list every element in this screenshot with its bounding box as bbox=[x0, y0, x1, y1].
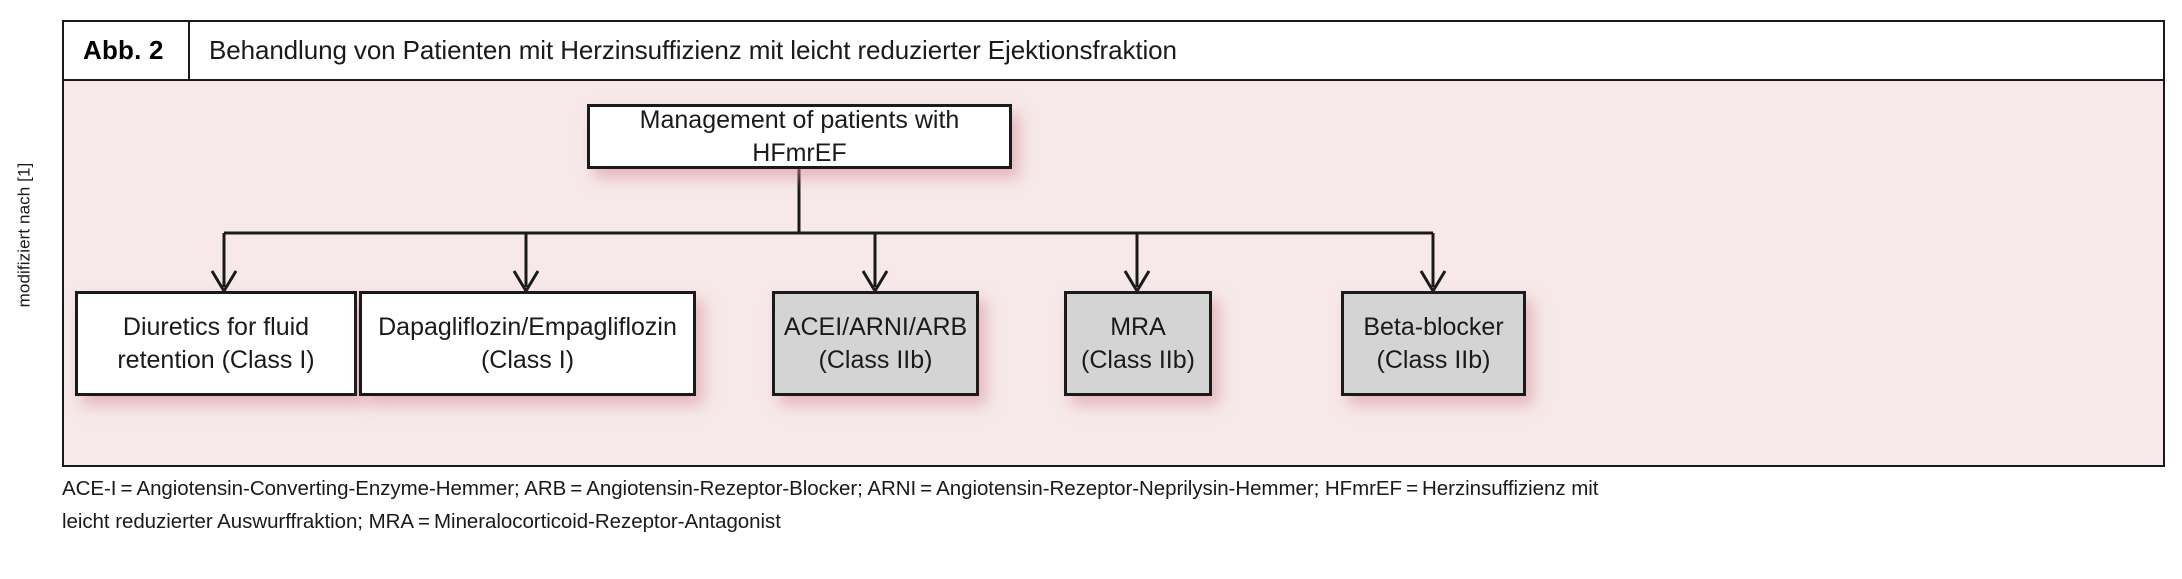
node-beta-blocker-label: Beta-blocker (Class IIb) bbox=[1363, 312, 1504, 374]
node-acei-arni-arb-label: ACEI/ARNI/ARB (Class IIb) bbox=[783, 312, 968, 374]
footnote-line-2: leicht reduzierter Auswurffraktion; MRA … bbox=[62, 510, 781, 534]
side-credit: modifiziert nach [1] bbox=[0, 0, 48, 470]
connector-lines bbox=[210, 169, 1447, 294]
node-root-label: Management of patients with HFmrEF bbox=[639, 105, 960, 167]
node-diuretics-label: Diuretics for fluid retention (Class I) bbox=[117, 312, 315, 374]
node-mra-label: MRA (Class IIb) bbox=[1081, 312, 1195, 374]
node-diuretics[interactable]: Diuretics for fluid retention (Class I) bbox=[75, 291, 357, 396]
footnote-line-1: ACE-I = Angiotensin-Converting-Enzyme-He… bbox=[62, 477, 1599, 500]
figure-footnote: ACE-I = Angiotensin-Converting-Enzyme-He… bbox=[62, 472, 2152, 538]
node-acei-arni-arb[interactable]: ACEI/ARNI/ARB (Class IIb) bbox=[772, 291, 979, 396]
node-sglt2-inhibitors[interactable]: Dapagliflozin/Empagliflozin (Class I) bbox=[359, 291, 696, 396]
node-sglt2-inhibitors-label: Dapagliflozin/Empagliflozin (Class I) bbox=[378, 312, 677, 374]
figure-frame: Abb. 2 Behandlung von Patienten mit Herz… bbox=[62, 20, 2165, 467]
node-mra[interactable]: MRA (Class IIb) bbox=[1064, 291, 1212, 396]
node-root[interactable]: Management of patients with HFmrEF bbox=[587, 104, 1012, 169]
diagram-canvas: Management of patients with HFmrEF Diure… bbox=[64, 81, 2163, 465]
caption-bar: Abb. 2 Behandlung von Patienten mit Herz… bbox=[64, 22, 2163, 81]
figure-number-label: Abb. 2 bbox=[64, 22, 190, 79]
figure-title: Behandlung von Patienten mit Herzinsuffi… bbox=[209, 35, 1177, 65]
side-credit-text: modifiziert nach [1] bbox=[14, 162, 33, 308]
node-beta-blocker[interactable]: Beta-blocker (Class IIb) bbox=[1341, 291, 1526, 396]
